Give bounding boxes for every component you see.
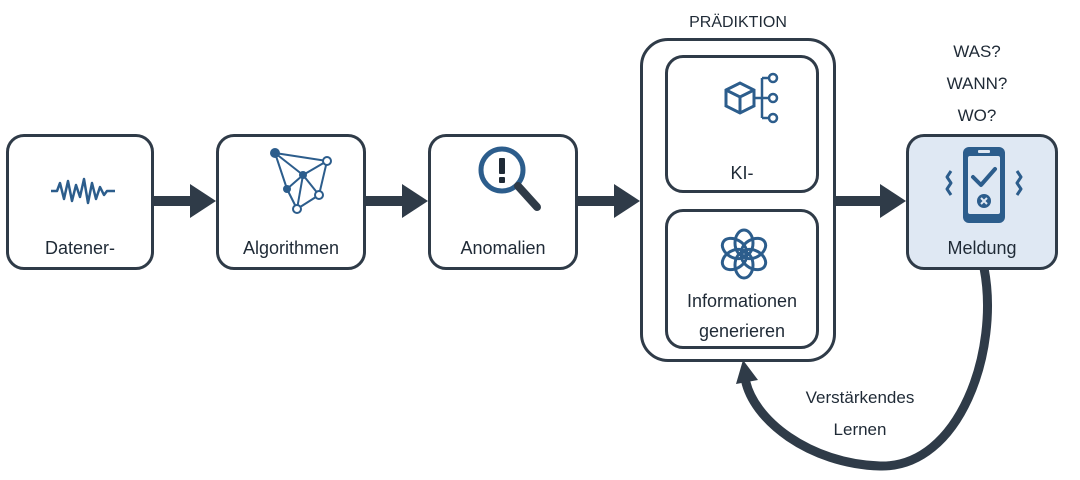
arrow-head-2 [402,184,428,218]
step-algorithms-box: Algorithmen [216,134,366,270]
step-algorithms-label: Algorithmen [242,238,340,258]
step-alert-box: Meldung [906,134,1058,270]
magnifier-alert-icon [478,146,541,211]
openai-logo-icon [720,228,768,280]
arrow-shaft-3 [578,196,620,206]
arrow-shaft-4 [836,196,886,206]
feedback-label-line1: Verstärkendes [805,388,915,407]
arrow-head-3 [614,184,640,218]
feedback-arrow [740,263,992,471]
arrow-shaft-1 [154,196,194,206]
question-when: WANN? [946,74,1008,93]
arrow-shaft-2 [366,196,406,206]
step-anomalies-label: Anomalien [460,238,546,258]
prediction-group-box: KI- Informationen generieren [640,38,836,362]
step-info-label-line2: generieren [698,321,786,341]
step-data-label: Datener- [44,238,116,258]
prediction-title: PRÄDIKTION [689,14,787,31]
step-alert-label: Meldung [947,238,1017,258]
network-graph-icon [270,148,332,214]
feedback-label-line2: Lernen [833,420,887,439]
question-what: WAS? [953,42,1001,61]
step-info-box: Informationen generieren [665,209,819,349]
smartphone-alert-icon [945,147,1023,223]
cube-network-icon [724,72,779,124]
step-anomalies-box: Anomalien [428,134,578,270]
question-where: WO? [957,106,997,125]
step-ai-label: KI- [730,163,754,183]
waveform-icon [51,177,115,205]
feedback-arrow-head [736,360,758,384]
step-info-label-line1: Informationen [686,291,798,311]
arrow-head-1 [190,184,216,218]
step-ai-box: KI- [665,55,819,193]
step-data-box: Datener- [6,134,154,270]
arrow-head-4 [880,184,906,218]
